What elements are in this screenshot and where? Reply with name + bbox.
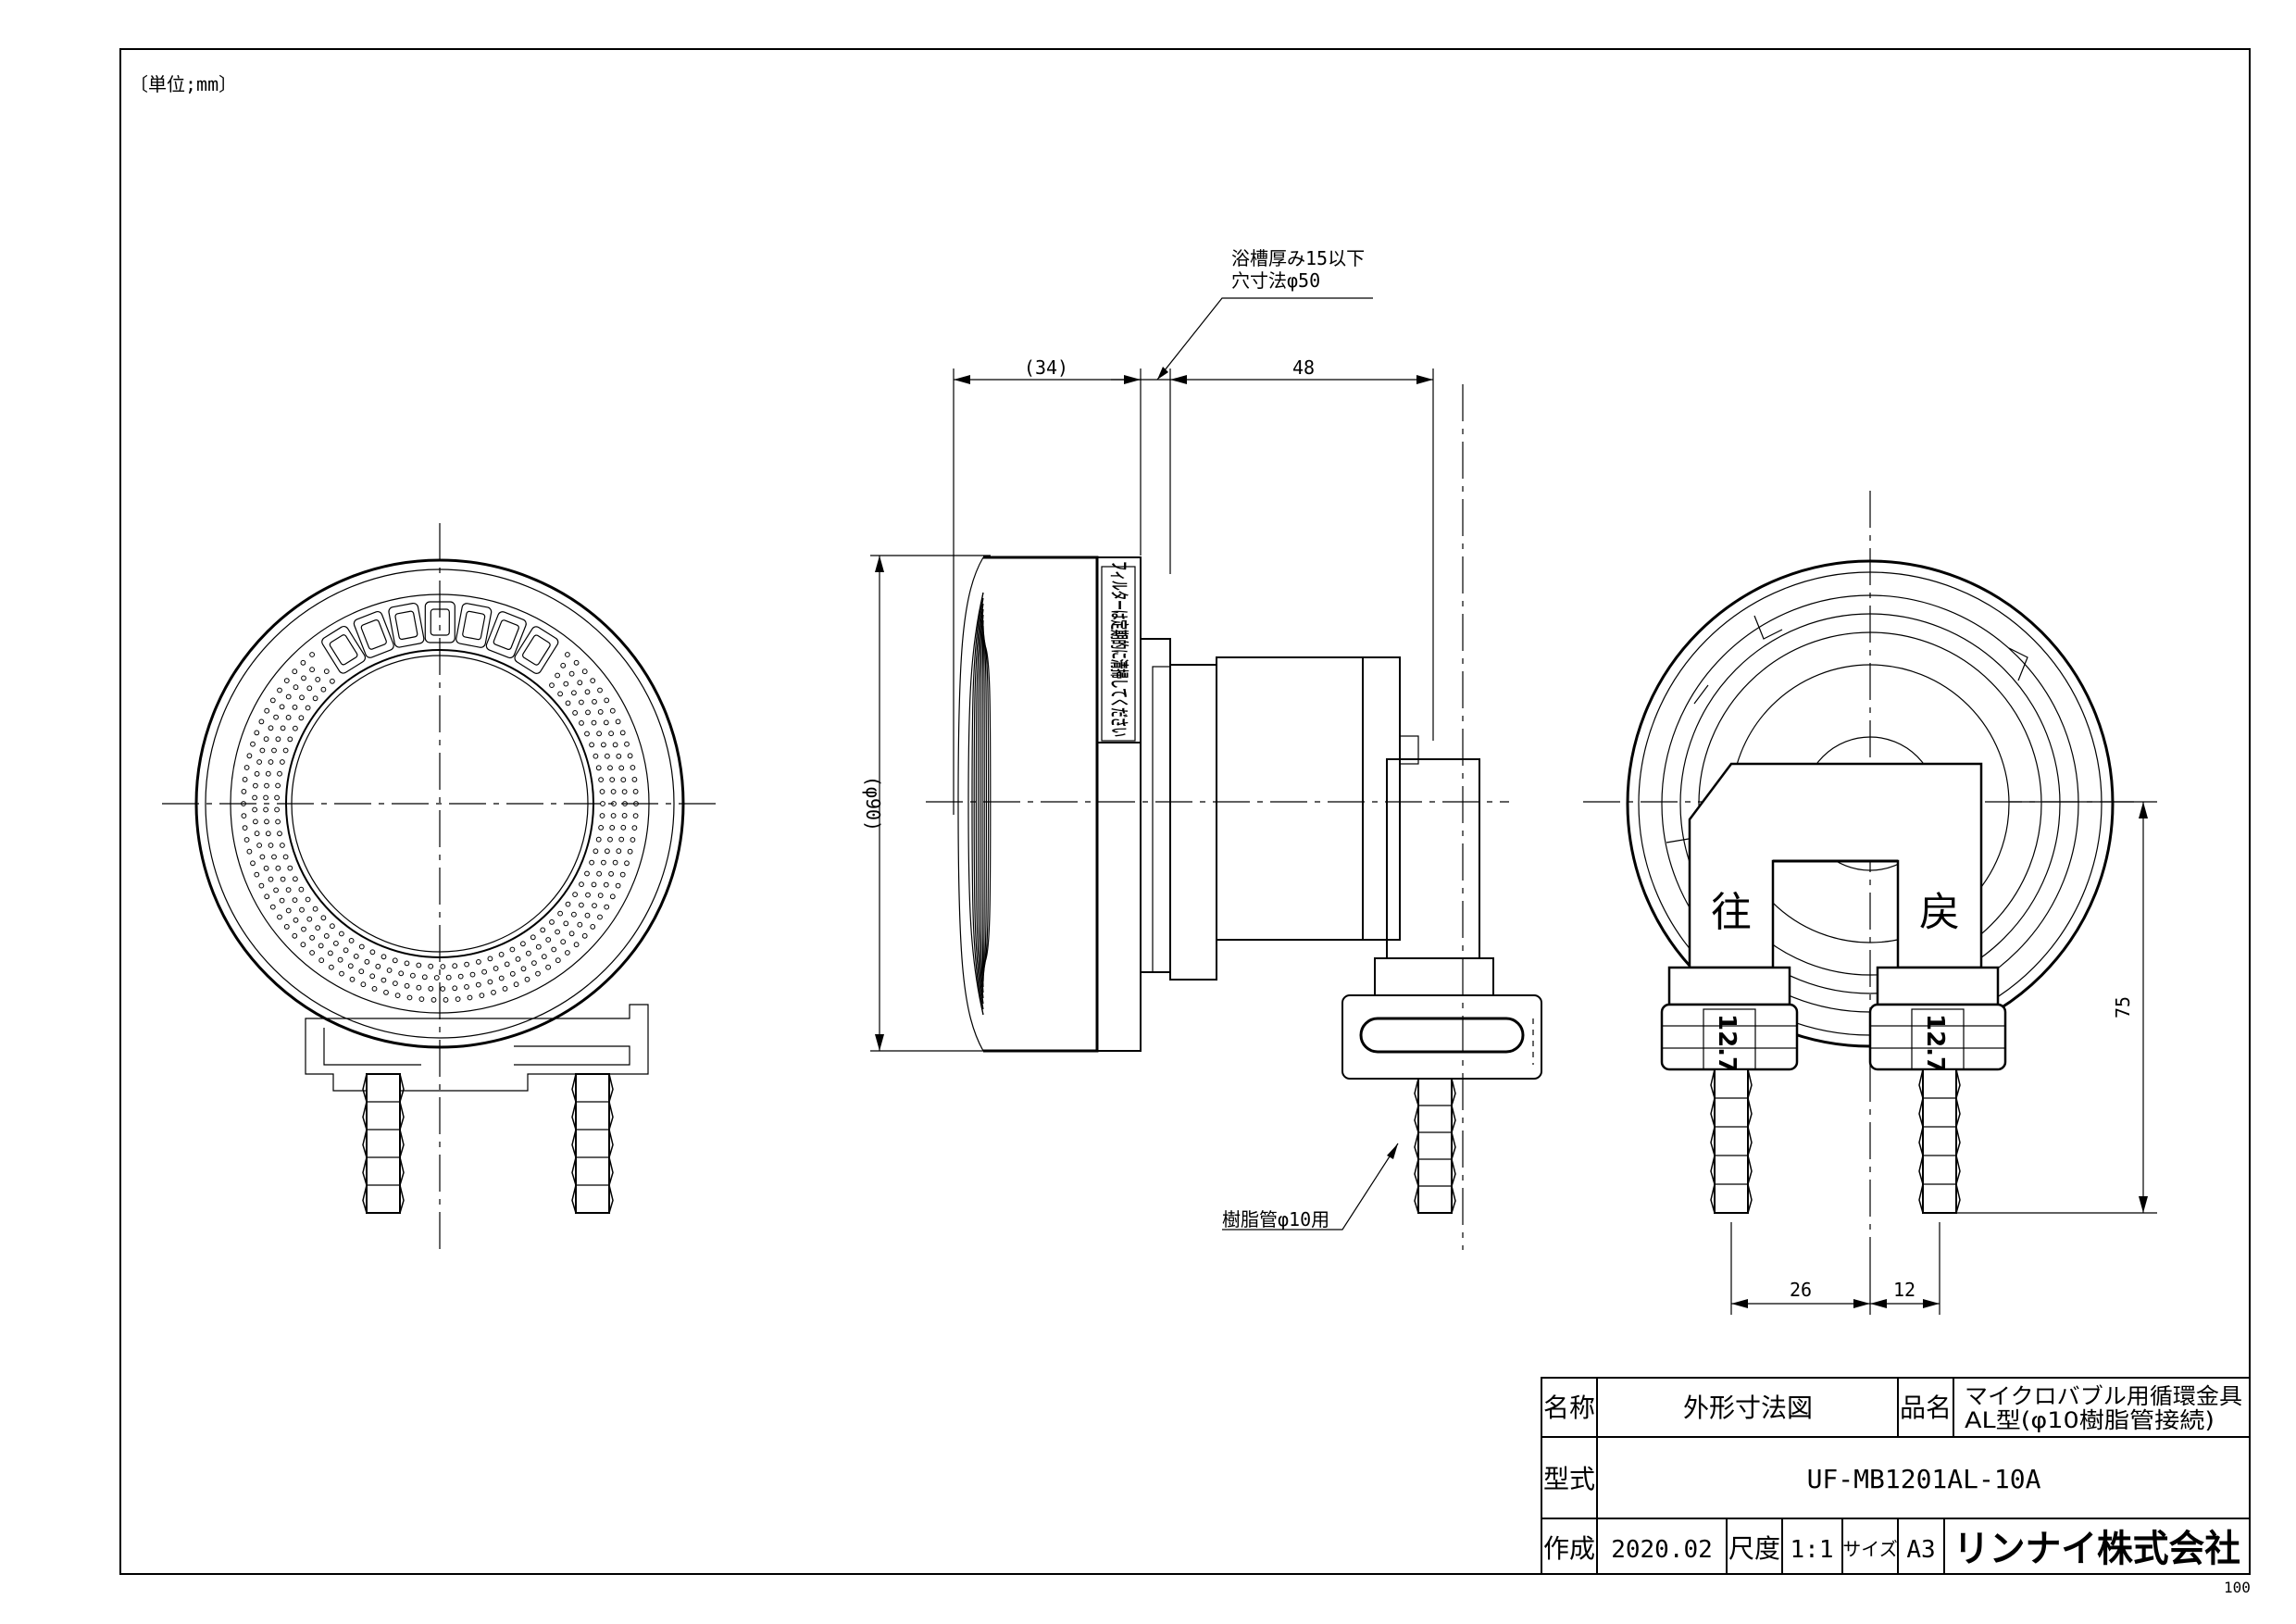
title-block: 名称 外形寸法図 品名 マイクロバブル用循環金具 AL型(φ10樹脂管接続) 型… bbox=[1541, 1377, 2251, 1575]
size-label: サイズ bbox=[1842, 1538, 1897, 1560]
front-view bbox=[162, 523, 718, 1250]
dim-26: 26 bbox=[1790, 1279, 1812, 1301]
hose-barb-back-right bbox=[1918, 1068, 1961, 1214]
flow-mark-left: 12.7 bbox=[1713, 1014, 1741, 1073]
back-view: 往 戻 12.7 12.7 75 26 12 bbox=[1583, 491, 2157, 1315]
corner-number: 100 bbox=[2224, 1579, 2251, 1596]
resin-pipe-note: 樹脂管φ10用 bbox=[1222, 1208, 1329, 1230]
dim-12: 12 bbox=[1893, 1279, 1915, 1301]
dim-phi90: (φ90) bbox=[862, 776, 884, 831]
name-label: 名称 bbox=[1543, 1393, 1595, 1423]
filter-clean-label: フィルターは定期的に清掃してください bbox=[1108, 561, 1130, 737]
created-value: 2020.02 bbox=[1611, 1536, 1713, 1564]
hole-size-note: 穴寸法φ50 bbox=[1231, 269, 1320, 292]
name-value: 外形寸法図 bbox=[1683, 1393, 1813, 1423]
label-go: 往 bbox=[1711, 889, 1752, 936]
scale-value: 1:1 bbox=[1791, 1536, 1834, 1564]
created-label: 作成 bbox=[1543, 1533, 1595, 1564]
hose-barb-left bbox=[362, 1073, 405, 1214]
product-label: 品名 bbox=[1900, 1393, 1952, 1423]
scale-label: 尺度 bbox=[1728, 1533, 1780, 1564]
model-value: UF-MB1201AL-10A bbox=[1807, 1464, 2041, 1494]
dim-34: (34) bbox=[1024, 356, 1068, 379]
company-name: リンナイ株式会社 bbox=[1953, 1528, 2240, 1570]
hose-barb-side bbox=[1414, 1078, 1456, 1214]
unit-note: 〔単位;mm〕 bbox=[130, 73, 237, 95]
size-value: A3 bbox=[1906, 1536, 1935, 1564]
product-line2: AL型(φ10樹脂管接続) bbox=[1965, 1407, 2215, 1433]
hose-barb-back-left bbox=[1710, 1068, 1753, 1214]
product-line1: マイクロバブル用循環金具 bbox=[1965, 1383, 2242, 1409]
bathtub-thickness-note: 浴槽厚み15以下 bbox=[1231, 247, 1365, 269]
dim-48: 48 bbox=[1292, 356, 1315, 379]
dim-75: 75 bbox=[2112, 996, 2134, 1018]
drawing-border bbox=[119, 48, 2251, 1575]
flow-mark-right: 12.7 bbox=[1921, 1014, 1949, 1073]
label-return: 戻 bbox=[1919, 889, 1960, 936]
model-label: 型式 bbox=[1543, 1464, 1595, 1494]
hose-barb-right bbox=[571, 1073, 614, 1214]
side-view: (34) 48 浴槽厚み15以下 穴寸法φ50 (φ90) フィルターは定期的に… bbox=[862, 247, 1542, 1250]
